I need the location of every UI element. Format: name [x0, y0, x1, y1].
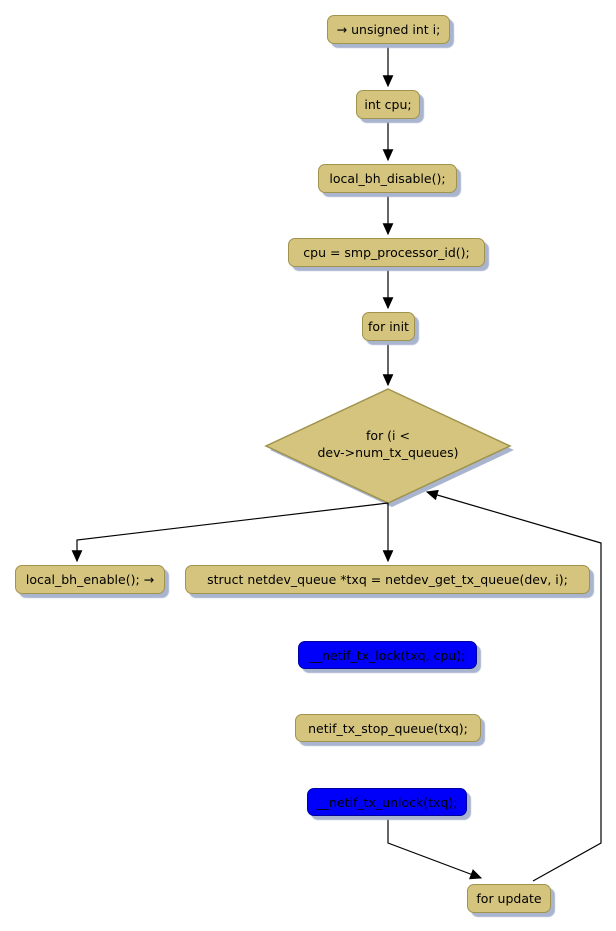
node-declare-i: → unsigned int i;: [327, 15, 450, 44]
node-local-bh-enable: local_bh_enable(); →: [15, 565, 165, 594]
node-declare-cpu: int cpu;: [356, 90, 420, 119]
loop-condition-label-line1: for (i <: [366, 428, 410, 443]
edge-for-update-to-loop-condition: [425, 489, 602, 882]
node-cpu-assign: cpu = smp_processor_id();: [288, 238, 485, 267]
edge-loop-condition-to-local-bh-enable: [71, 502, 389, 563]
node-local-bh-disable: local_bh_disable();: [318, 164, 457, 193]
node-netif-tx-stop-queue: netif_tx_stop_queue(txq);: [295, 714, 481, 742]
node-get-tx-queue: struct netdev_queue *txq = netdev_get_tx…: [185, 565, 590, 594]
loop-condition-label: for (i < dev->num_tx_queues): [266, 427, 510, 461]
node-netif-tx-lock: __netif_tx_lock(txq, cpu);: [298, 641, 477, 669]
loop-condition-label-line2: dev->num_tx_queues): [317, 445, 459, 460]
edge-netif-tx-unlock-to-for-update: [387, 816, 483, 880]
node-for-init: for init: [362, 312, 415, 341]
node-for-update: for update: [467, 884, 551, 913]
node-netif-tx-unlock: __netif_tx_unlock(txq);: [307, 788, 467, 816]
